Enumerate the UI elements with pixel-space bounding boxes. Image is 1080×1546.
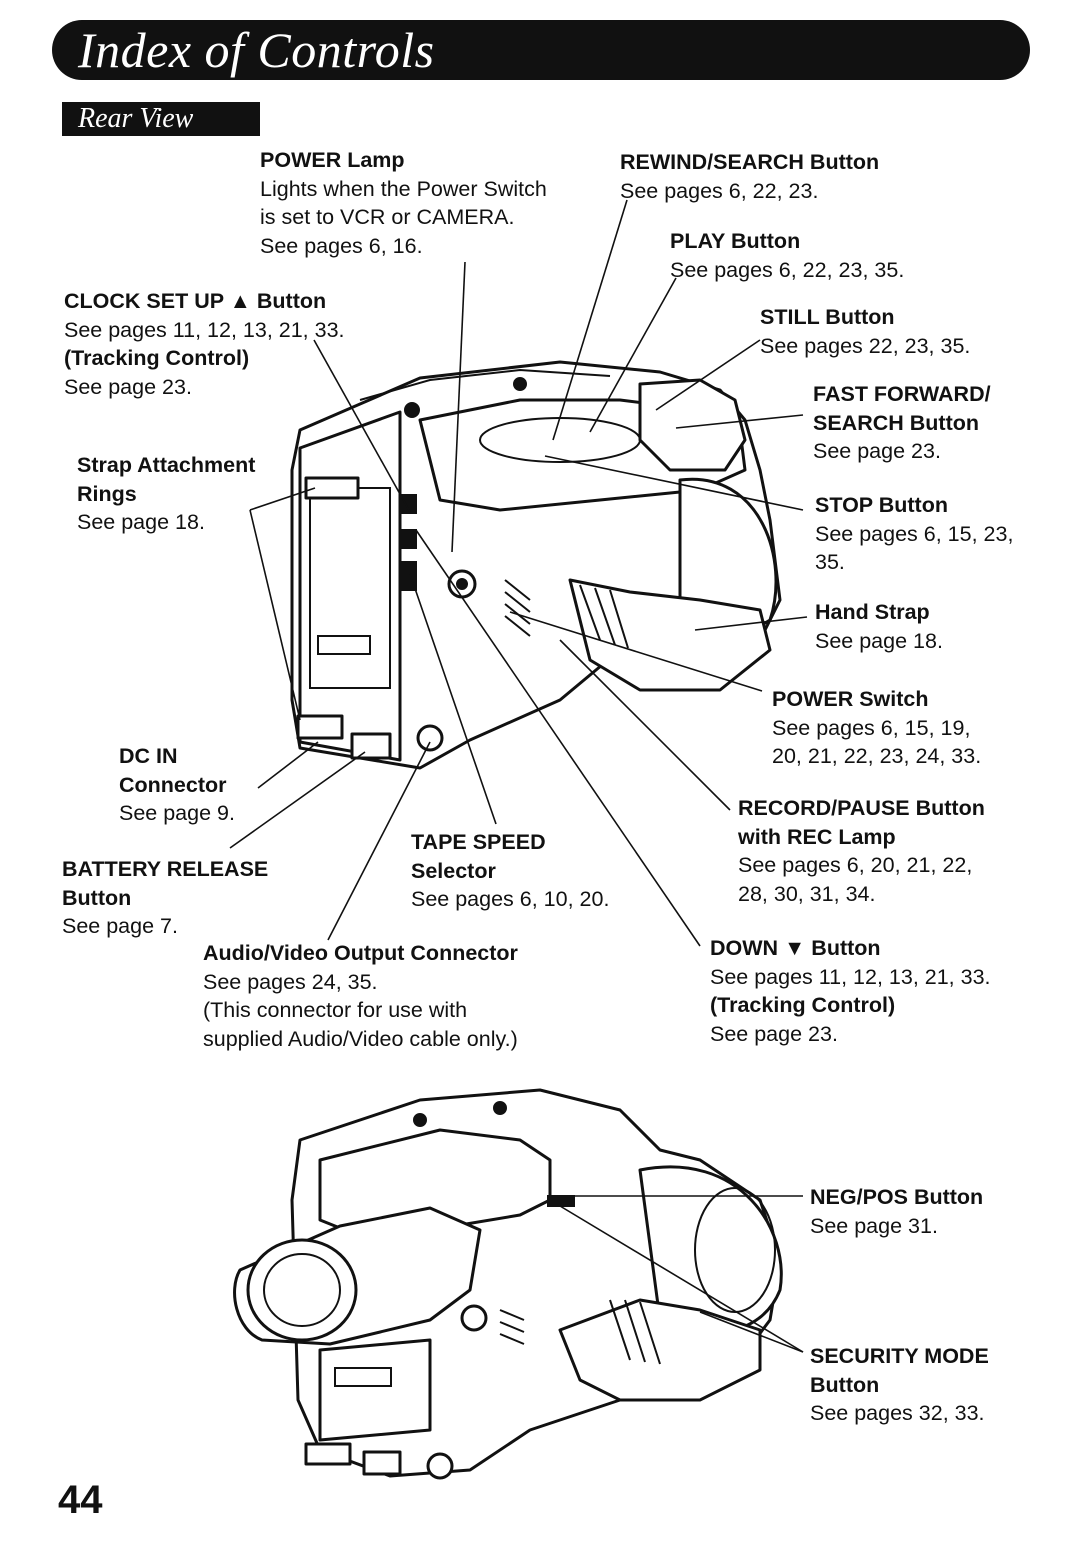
callout-fast-forward: FAST FORWARD/ SEARCH Button See page 23. — [813, 382, 991, 463]
section-subtitle: Rear View — [78, 103, 194, 134]
subtitle-banner — [62, 102, 260, 136]
page-title: Index of Controls — [78, 22, 435, 78]
callout-rewind-search: REWIND/SEARCH Button See pages 6, 22, 23… — [620, 150, 880, 203]
callout-power-switch: POWER Switch See pages 6, 15, 19, 20, 21… — [772, 687, 982, 768]
callout-hand-strap: Hand Strap See page 18. — [815, 600, 943, 653]
callout-av-output: Audio/Video Output Connector See pages 2… — [203, 941, 518, 1051]
callout-dc-in: DC IN Connector See page 9. — [119, 744, 235, 825]
callout-clock-set-up: CLOCK SET UP ▲ Button See pages 11, 12, … — [64, 289, 345, 399]
callout-battery-release: BATTERY RELEASE Button See page 7. — [62, 857, 269, 938]
title-banner — [52, 20, 1030, 80]
callout-power-lamp: POWER Lamp Lights when the Power Switch … — [260, 148, 547, 258]
callout-still: STILL Button See pages 22, 23, 35. — [760, 305, 971, 358]
lower-leader-lines — [559, 1195, 804, 1353]
callout-strap-rings: Strap Attachment Rings See page 18. — [77, 453, 256, 534]
callout-neg-pos: NEG/POS Button See page 31. — [810, 1185, 984, 1238]
callout-tape-speed: TAPE SPEED Selector See pages 6, 10, 20. — [411, 830, 610, 911]
callout-down: DOWN ▼ Button See pages 11, 12, 13, 21, … — [710, 936, 991, 1046]
callout-security-mode: SECURITY MODE Button See pages 32, 33. — [810, 1344, 989, 1425]
callout-stop: STOP Button See pages 6, 15, 23, 35. — [815, 493, 1014, 574]
upper-leader-lines — [229, 199, 808, 947]
callout-record-pause: RECORD/PAUSE Button with REC Lamp See pa… — [738, 796, 985, 906]
camcorder-side-view-drawing — [233, 1088, 783, 1480]
callout-play: PLAY Button See pages 6, 22, 23, 35. — [670, 229, 905, 282]
camcorder-rear-view-drawing — [290, 360, 782, 770]
page-number: 44 — [58, 1478, 103, 1522]
